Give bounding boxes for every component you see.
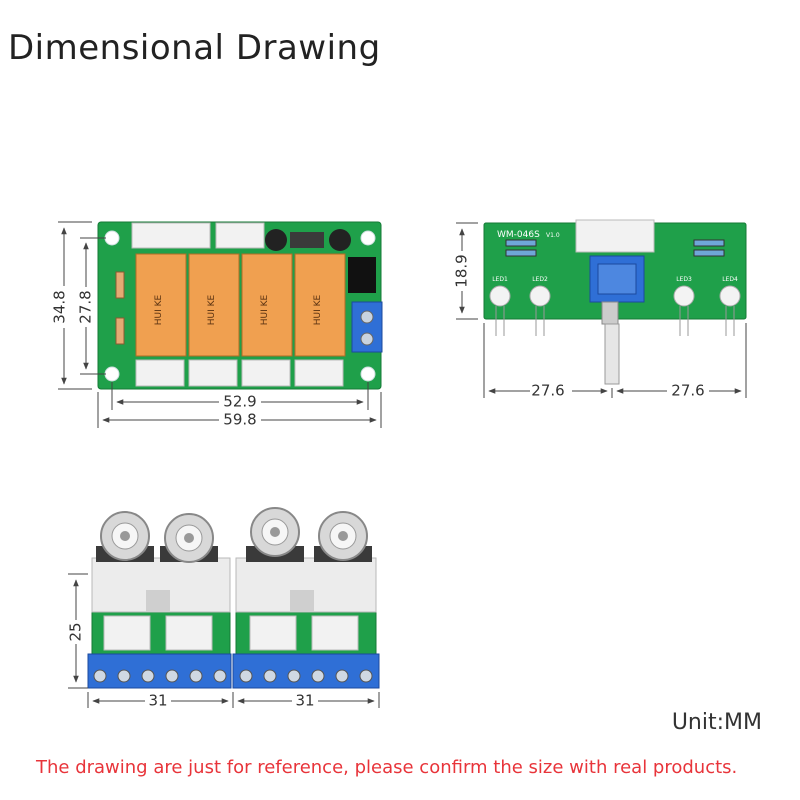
dim-control-left: 27.6 [531,382,564,400]
dim-relay-width-inner: 52.9 [223,393,256,411]
dim-rca-right: 31 [295,692,314,710]
relay-2-marking: HUI KE [207,294,217,325]
led-4-icon [719,285,741,336]
relay-1-marking: HUI KE [154,294,164,325]
reference-note: The drawing are just for reference, plea… [36,757,738,778]
led-2-icon [529,285,551,336]
dim-control-height: 18.9 [453,254,471,287]
led-3-label: LED3 [676,276,692,283]
control-board-model: WM-046S [497,230,540,240]
dim-rca-height: 25 [67,622,85,641]
led-3-icon [673,285,695,336]
control-board-version: V1.0 [546,232,560,239]
relay-2: HUI KE [188,253,240,357]
rca-jack-icon [160,513,218,563]
rca-board [87,507,380,689]
dim-relay-height-inner: 27.8 [77,290,95,323]
unit-label: Unit:MM [671,710,762,735]
dim-control-right: 27.6 [671,382,704,400]
relay-3-marking: HUI KE [260,294,270,325]
rca-jack-icon [96,511,154,562]
relay-4-marking: HUI KE [313,294,323,325]
led-1-label: LED1 [492,276,508,283]
relay-board: HUI KE HUI KE HUI KE HUI KE [97,221,383,390]
led-2-label: LED2 [532,276,548,283]
rca-jack-icon [314,511,372,562]
control-board: WM-046S V1.0 LED1 LED2 LED3 LED4 [483,219,747,385]
led-4-label: LED4 [722,276,738,283]
dim-relay-width-outer: 59.8 [223,411,256,429]
relay-4: HUI KE [294,253,346,357]
relay-3: HUI KE [241,253,293,357]
relay-1: HUI KE [135,253,187,357]
page-title: Dimensional Drawing [8,28,381,68]
rca-jack-icon [246,507,304,562]
dim-rca-left: 31 [148,692,167,710]
led-1-icon [489,285,511,336]
dim-relay-height-outer: 34.8 [51,290,69,323]
